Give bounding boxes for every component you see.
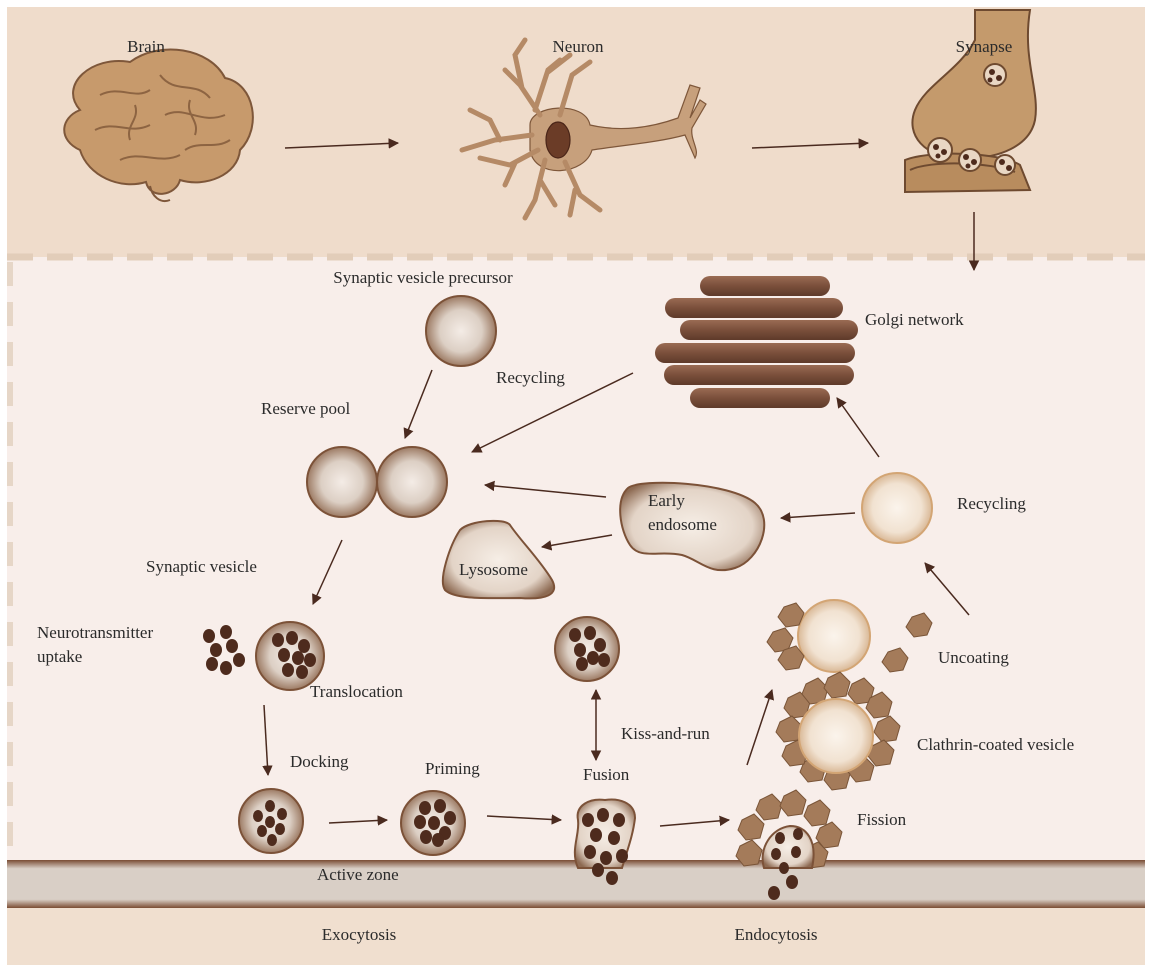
label-recycling-right: Recycling (957, 494, 1026, 513)
reserve-pool-vesicle-2 (377, 447, 447, 517)
label-synaptic-vesicle-precursor: Synaptic vesicle precursor (333, 268, 513, 287)
label-active-zone: Active zone (317, 865, 399, 884)
label-docking: Docking (290, 752, 349, 771)
recycling-vesicle (862, 473, 932, 543)
label-early-endosome-line1: Early (648, 491, 685, 510)
label-synapse: Synapse (956, 37, 1013, 56)
label-fission: Fission (857, 810, 907, 829)
label-lysosome: Lysosome (459, 560, 528, 579)
label-uncoating: Uncoating (938, 648, 1009, 667)
label-early-endosome-line2: endosome (648, 515, 717, 534)
docking-vesicle (239, 789, 303, 853)
label-brain: Brain (127, 37, 165, 56)
priming-vesicle (401, 791, 465, 855)
label-neuron: Neuron (553, 37, 604, 56)
label-fusion: Fusion (583, 765, 630, 784)
label-reserve-pool: Reserve pool (261, 399, 351, 418)
presynaptic-membrane (7, 860, 1145, 908)
synaptic-vesicle-precursor (426, 296, 496, 366)
kiss-and-run-vesicle (555, 617, 619, 681)
label-golgi-network: Golgi network (865, 310, 964, 329)
label-neurotransmitter-uptake-line2: uptake (37, 647, 82, 666)
filled-synaptic-vesicle (256, 622, 324, 690)
label-priming: Priming (425, 759, 480, 778)
label-kiss-and-run: Kiss-and-run (621, 724, 710, 743)
label-clathrin-coated-vesicle: Clathrin-coated vesicle (917, 735, 1074, 754)
label-exocytosis: Exocytosis (322, 925, 397, 944)
bottom-band (7, 905, 1145, 965)
label-endocytosis: Endocytosis (734, 925, 817, 944)
label-translocation: Translocation (310, 682, 403, 701)
label-recycling-top: Recycling (496, 368, 565, 387)
label-synaptic-vesicle: Synaptic vesicle (146, 557, 257, 576)
label-neurotransmitter-uptake-line1: Neurotransmitter (37, 623, 153, 642)
reserve-pool-vesicle-1 (307, 447, 377, 517)
